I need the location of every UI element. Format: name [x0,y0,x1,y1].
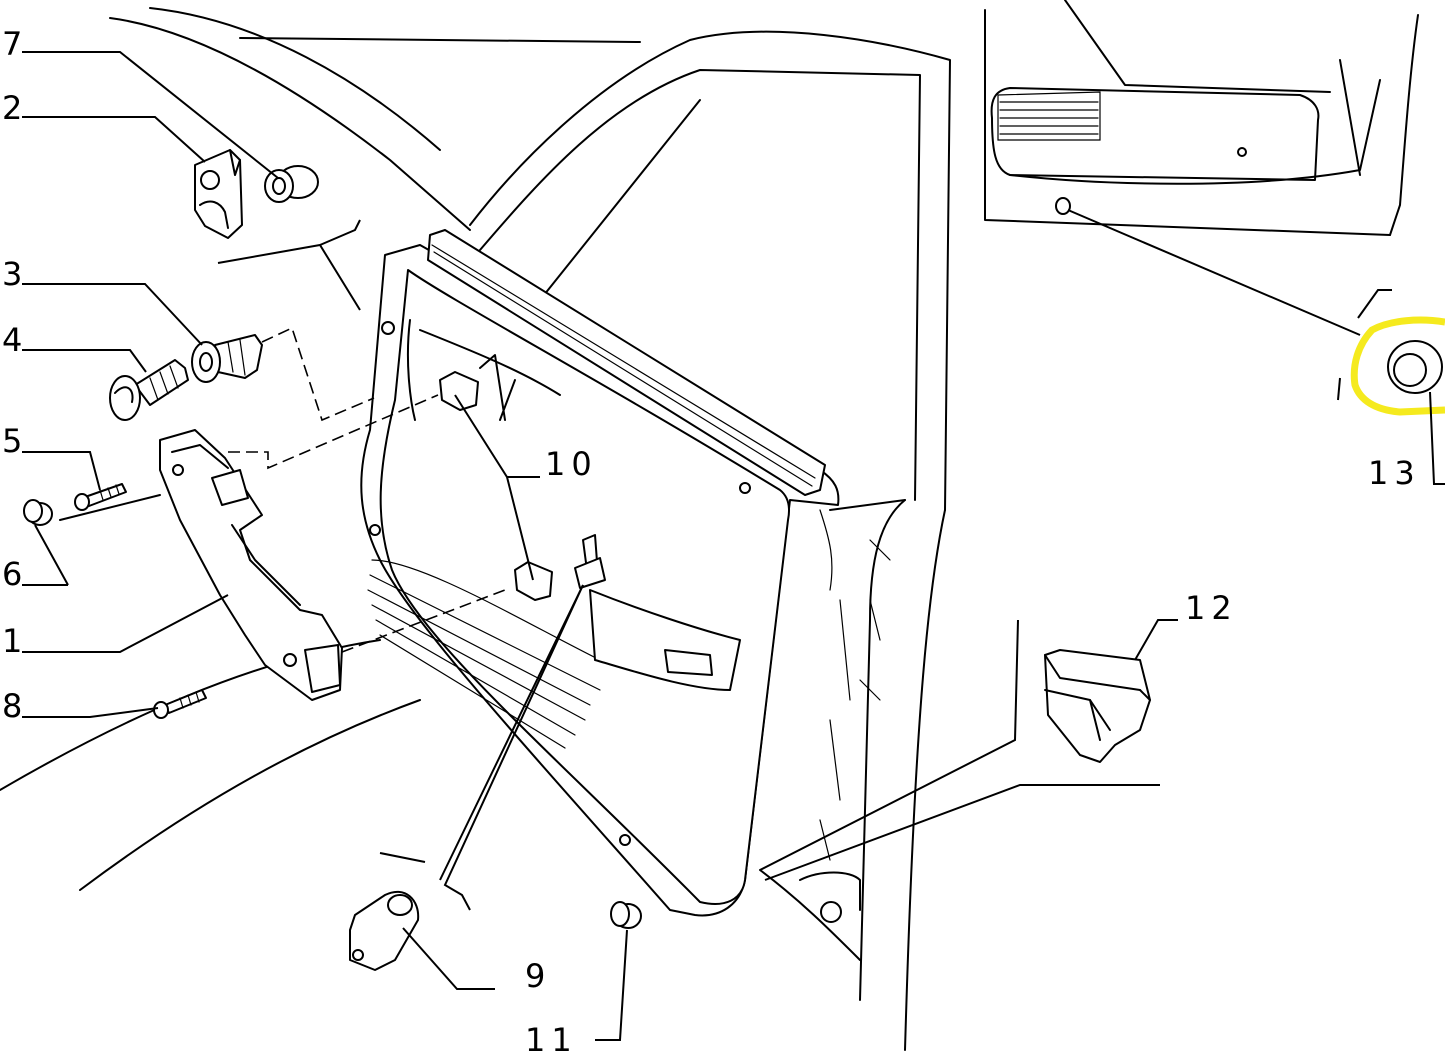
part-8-screw [153,689,207,719]
callout-3: 3 [2,255,29,293]
callout-7: 7 [2,25,29,63]
part-3-plug [191,334,263,383]
callout-10: 10 [545,445,598,483]
part-2-bracket [194,149,243,239]
callout-4: 4 [2,321,29,359]
part-4-ribbed-plug [109,359,189,421]
callout-11: 11 [525,1021,578,1059]
part-13-plug [1387,340,1443,394]
part-1-grab-handle [159,429,343,701]
part-6-cap [23,499,53,526]
door-trim-panel [360,229,840,917]
part-9-bracket [349,890,420,971]
inset-door-detail [984,0,1419,236]
dashed-assembly-lines [228,326,506,653]
part-7-grommet [264,165,319,203]
callout-2: 2 [2,89,29,127]
car-body-outline [0,7,951,1051]
callout-1: 1 [2,622,29,660]
part-5-screw [74,483,127,511]
leader-lines [22,51,1445,1041]
part-12-clip [1044,649,1151,763]
callout-13: 13 [1368,454,1421,492]
callout-6: 6 [2,555,29,593]
callout-9: 9 [525,957,552,995]
callout-8: 8 [2,687,29,725]
highlight-bracket [1350,316,1445,416]
part-11-cap [610,901,642,929]
callout-12: 12 [1185,589,1238,627]
callout-5: 5 [2,422,29,460]
